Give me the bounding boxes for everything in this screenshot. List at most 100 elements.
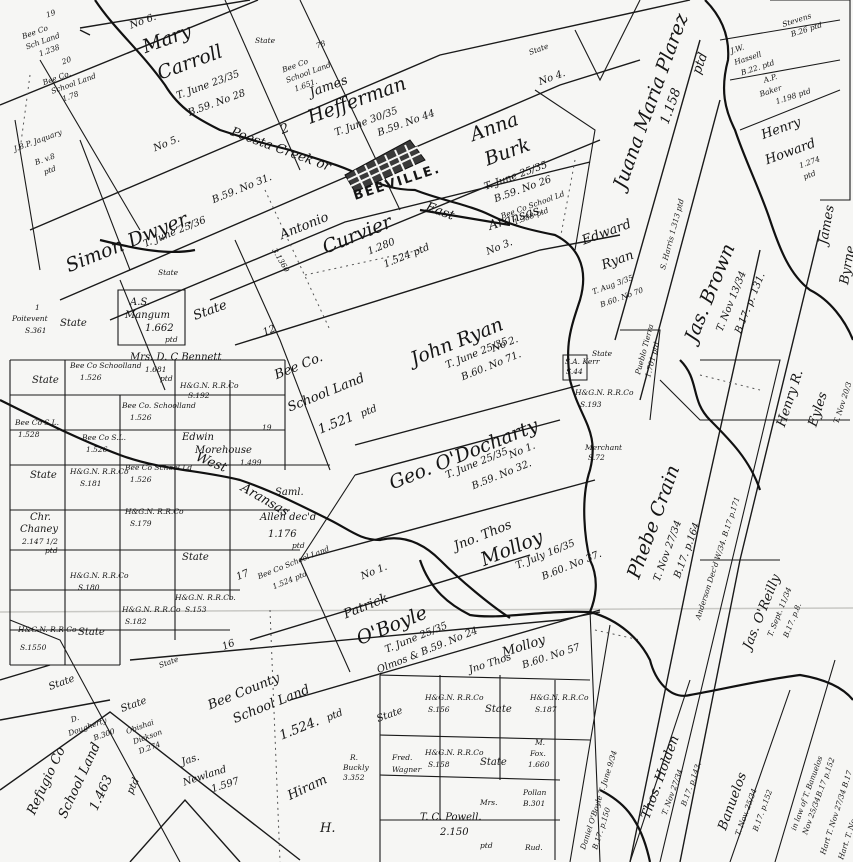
owner-name: Mangum	[124, 310, 170, 321]
acreage: 1.526	[130, 413, 152, 422]
owner-name: Bee Co S.L.	[14, 418, 59, 427]
owner-name: State	[592, 349, 613, 358]
owner-name: Mrs. D. C Bennett	[129, 352, 222, 363]
owner-name: Buckly	[342, 763, 369, 772]
parcel-number: 20	[60, 55, 73, 67]
owner-name: State	[78, 627, 105, 638]
owner-name: Fox.	[529, 749, 546, 758]
acreage-patented: ptd	[160, 374, 173, 383]
owner-name: A.S.	[129, 297, 150, 308]
acreage: 2.147 1/2	[21, 537, 58, 546]
state-parcel: State	[32, 375, 59, 386]
parcel-hiram-initial: H.	[319, 821, 335, 836]
section-number: S.1550	[20, 643, 47, 652]
acreage-patented: ptd	[165, 335, 178, 344]
rr-parcel: H&G.N. R.R.CoS.193	[574, 388, 634, 409]
state-parcel: State	[78, 627, 105, 638]
state-parcel: State	[592, 349, 613, 358]
acreage-patented: ptd	[42, 164, 57, 177]
rr-parcel: H&G.N. R.R.CoS.182	[121, 605, 181, 626]
acreage: 1.526	[130, 475, 152, 484]
state-parcel: State	[255, 36, 276, 45]
parcel-buckly: R. Buckly 3.352	[342, 753, 369, 782]
owner-name: State	[480, 757, 507, 768]
acreage: 2.150	[439, 827, 469, 838]
rr-label: H&G.N. R.R.Co	[424, 693, 484, 702]
acreage: 1.526	[80, 373, 102, 382]
parcel-kerr: S.A. Kerr S.44	[562, 354, 600, 381]
west-aransas	[0, 399, 511, 619]
poesta-creek	[94, 0, 853, 701]
acreage: S.72	[588, 453, 605, 462]
owner-name: Bee Co S.L.	[81, 433, 126, 442]
parcel-chr-chaney: Chr. Chaney 2.147 1/2 ptd	[20, 512, 58, 555]
owner-name: A.P.	[761, 72, 778, 85]
owner-name: Chaney	[20, 524, 58, 535]
parcel-number: 12	[261, 323, 277, 338]
parcel-james-byrne: James	[816, 204, 838, 249]
section-number: S.153	[185, 605, 207, 614]
section-number: S.182	[125, 617, 147, 626]
rr-parcel: H&G.N. R.R.CoS.156	[424, 693, 484, 714]
owner-name: State	[485, 704, 512, 715]
owner-name: Edwin	[181, 432, 214, 443]
acreage: B.301	[522, 799, 545, 808]
rr-parcel: H&G.N. R.R.CoS.158	[424, 748, 484, 769]
rr-parcel: H&G.N. R.R.CoS.180	[69, 571, 129, 592]
school-parcel: Bee Co School Ld1.526	[124, 463, 192, 484]
parcel-tc-powell: Mrs. T. C. Powell. 2.150 ptd	[420, 798, 498, 850]
east-creek	[704, 0, 853, 341]
acreage-patented: ptd	[690, 51, 712, 77]
dotted-survey-lines	[19, 74, 761, 862]
parcel-poitevent: 1 Poitevent S.361	[11, 303, 49, 335]
state-parcel: State	[158, 268, 179, 277]
rr-parcel: H&G.N. R.R.CoS.192	[179, 381, 239, 400]
parcel-number: 78	[315, 39, 327, 51]
section-number: S.158	[428, 760, 450, 769]
east-aransas	[99, 208, 511, 254]
acreage: 1.499	[240, 458, 262, 467]
owner-name: Allen dec'd	[259, 512, 316, 523]
rr-label: H&G.N. R.R.Co	[69, 571, 129, 580]
acreage: S.44	[566, 367, 583, 376]
rr-parcel: H&G.N. R.R.CoS.187	[529, 693, 589, 714]
acreage-patented: ptd	[802, 169, 817, 182]
parcel-merchant: Merchant S.72	[584, 443, 623, 462]
section-number: S.181	[80, 479, 102, 488]
rr-label: H&G.N. R.R.Co	[124, 507, 184, 516]
state-parcel: State	[60, 318, 87, 329]
owner-name: M.	[534, 738, 545, 747]
owner-name: Fred.	[391, 753, 412, 762]
acreage: 1.176	[268, 529, 297, 540]
owner-name: Poitevent	[11, 314, 49, 323]
school-parcel: Bee Co S.L.1.528	[14, 418, 59, 439]
parcel-as-mangum: A.S. Mangum 1.662 ptd	[124, 297, 178, 344]
rr-parcel: H&G.N. R.R.CoS.179	[124, 507, 184, 528]
acreage: 1.660	[528, 760, 550, 769]
owner-name: Bee Co Schoolland	[69, 361, 142, 370]
parcel-fox: M. Fox. 1.660	[528, 738, 550, 769]
east-creek-2	[679, 359, 762, 491]
rr-label: H&G.N. R.R.Co	[529, 693, 589, 702]
state-parcel: State	[182, 552, 209, 563]
parcel-number: 17	[235, 568, 252, 583]
owner-name: Mrs.	[479, 798, 498, 807]
owner-name: Pollan	[522, 788, 547, 797]
owner-name: Chr.	[30, 512, 51, 523]
section-number: S.193	[580, 400, 602, 409]
parcel-edwin-morehouse: 19 Edwin Morehouse 1.499	[181, 423, 272, 467]
owner-name: State	[255, 36, 276, 45]
acreage: S.361	[25, 326, 47, 335]
section-number: S.156	[428, 705, 450, 714]
state-parcel: State	[480, 757, 507, 768]
acreage: 1.681	[145, 365, 166, 374]
parcel-number: 19	[45, 8, 57, 20]
molloy-creek	[418, 559, 591, 618]
owner-name: D.	[69, 713, 81, 725]
parcel-fred-wagner: Fred. Wagner	[391, 753, 422, 774]
acreage-patented: ptd	[45, 546, 58, 555]
owner-name: State	[30, 470, 57, 481]
